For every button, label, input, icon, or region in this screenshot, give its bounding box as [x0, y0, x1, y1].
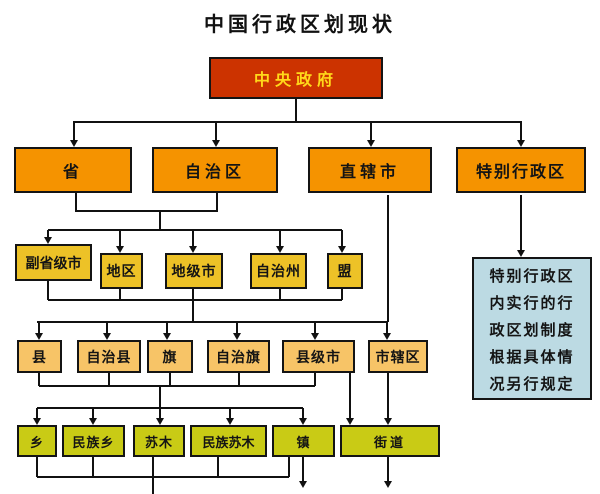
diagram-title: 中国行政区划现状 — [204, 12, 396, 36]
note-sar-system: 特别行政区 内实行的行 政区划制度 根据具体情 况另行规定 — [472, 257, 592, 400]
node-sumu: 苏木 — [133, 425, 185, 457]
node-autonomous-prefecture: 自治州 — [250, 253, 307, 289]
node-prefecture: 地区 — [100, 253, 143, 289]
node-prefecture-level-city: 地级市 — [165, 253, 223, 289]
note-line: 况另行规定 — [489, 375, 575, 393]
node-county-level-city: 县级市 — [282, 340, 355, 373]
note-line: 内实行的行 — [489, 294, 575, 312]
node-autonomous-region: 自治区 — [152, 147, 278, 193]
node-county: 县 — [17, 340, 62, 373]
note-line: 政区划制度 — [489, 321, 575, 339]
node-sub-provincial-city: 副省级市 — [15, 244, 92, 281]
node-township: 乡 — [17, 425, 57, 457]
node-league: 盟 — [327, 253, 363, 289]
node-autonomous-county: 自治县 — [77, 340, 141, 373]
node-banner: 旗 — [147, 340, 193, 373]
node-municipality: 直辖市 — [308, 147, 432, 193]
node-subdistrict: 街道 — [340, 425, 440, 457]
node-ethnic-sumu: 民族苏木 — [190, 425, 267, 457]
node-town: 镇 — [272, 425, 335, 457]
note-line: 根据具体情 — [489, 348, 575, 366]
node-ethnic-township: 民族乡 — [62, 425, 125, 457]
node-special-administrative-region: 特别行政区 — [456, 147, 586, 193]
node-central-government: 中央政府 — [209, 57, 383, 99]
node-autonomous-banner: 自治旗 — [207, 340, 270, 373]
note-line: 特别行政区 — [489, 267, 575, 285]
node-province: 省 — [14, 147, 132, 193]
node-district: 市辖区 — [368, 340, 428, 373]
arrowheads — [33, 140, 525, 488]
